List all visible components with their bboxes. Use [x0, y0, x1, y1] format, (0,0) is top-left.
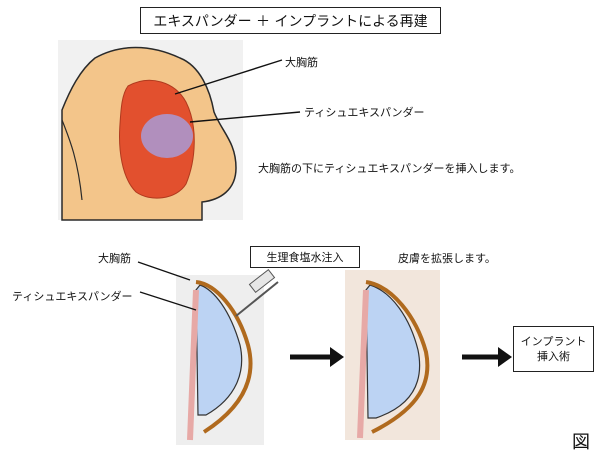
arrow-icon-2	[462, 347, 512, 367]
tissue-expander	[141, 114, 193, 158]
implant-line-1: インプラント	[521, 334, 587, 349]
skin-expansion-caption: 皮膚を拡張します。	[398, 250, 496, 266]
bottom-muscle-label: 大胸筋	[98, 250, 131, 266]
implant-line-2: 挿入術	[537, 349, 570, 364]
top-muscle-label: 大胸筋	[285, 54, 318, 70]
bottom-expander-label: ティシュエキスパンダー	[12, 288, 133, 304]
leader-muscle-bottom	[138, 262, 190, 280]
top-expander-label: ティシュエキスパンダー	[304, 104, 425, 120]
implant-insertion-tag: インプラント 挿入術	[513, 326, 594, 372]
arrow-icon-1	[290, 347, 344, 367]
saline-injection-tag: 生理食塩水注入	[250, 246, 360, 268]
top-caption: 大胸筋の下にティシュエキスパンダーを挿入します。	[258, 160, 520, 176]
figure-char: 図	[572, 428, 590, 454]
